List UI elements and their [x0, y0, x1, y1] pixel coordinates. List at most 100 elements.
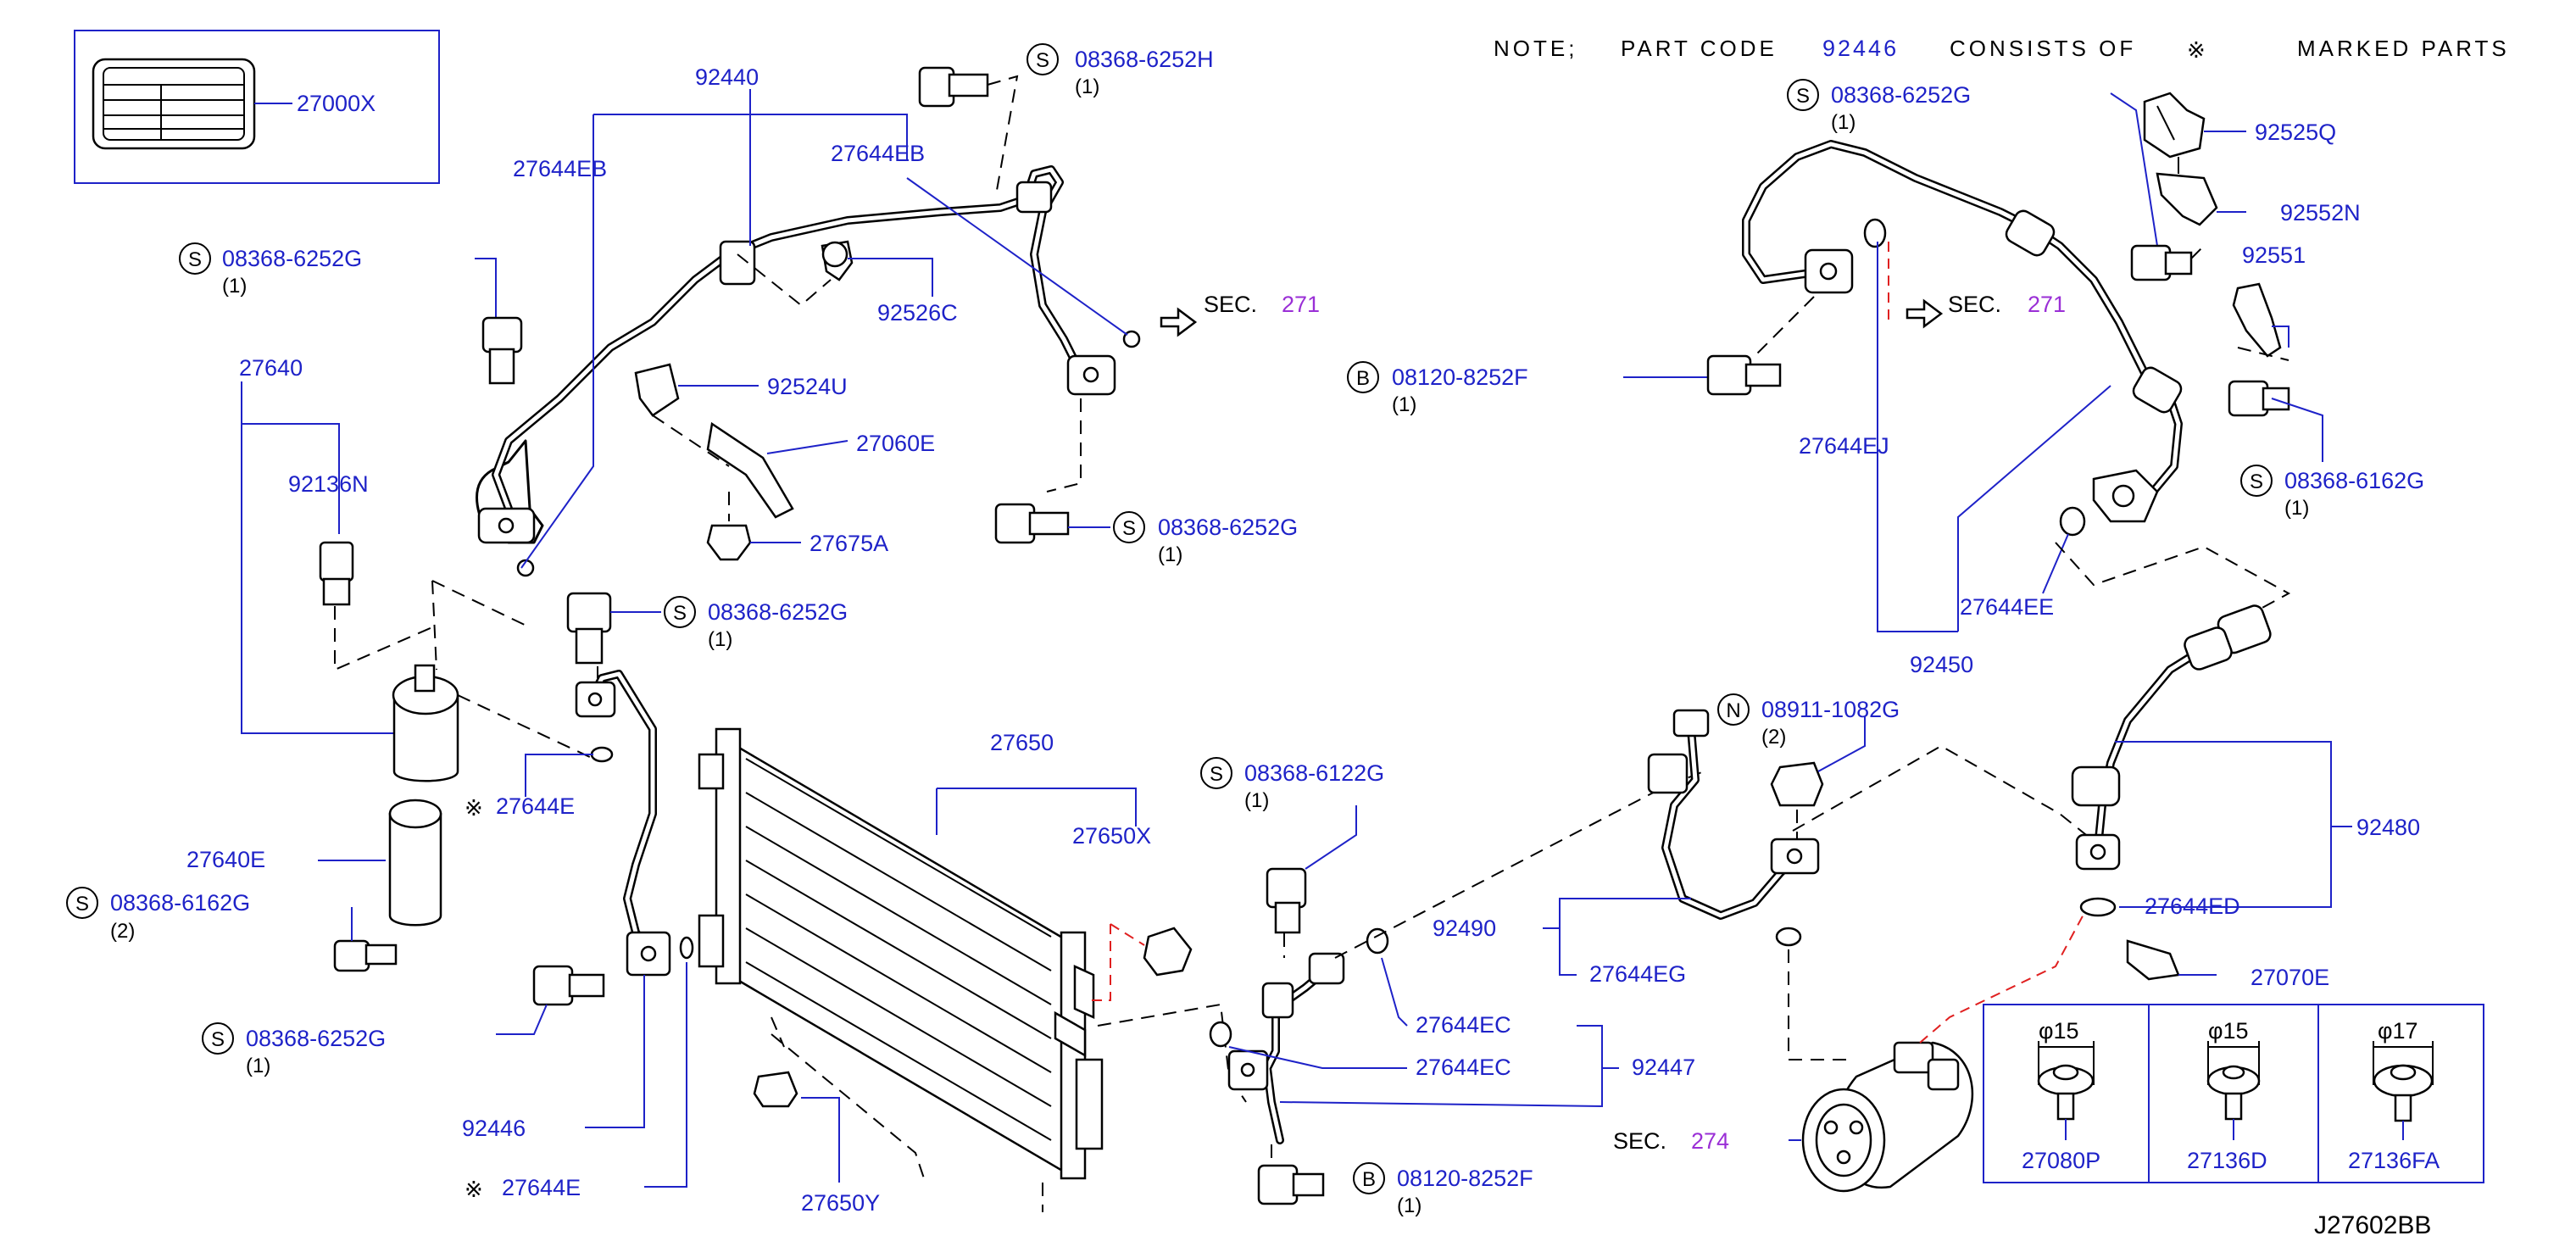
part-92524U[interactable]: 92524U [767, 374, 848, 399]
svg-text:(1): (1) [1831, 111, 1855, 134]
o-ring-icon [1209, 1021, 1232, 1048]
bolt-icon [2130, 244, 2172, 281]
sec-271-b[interactable]: 271 [2028, 292, 2066, 317]
pipe-92440 [476, 165, 1141, 577]
part-92525Q[interactable]: 92525Q [2255, 120, 2336, 145]
part-92480[interactable]: 92480 [2356, 815, 2420, 840]
bolt-08368-6252G-center: S 08368-6252G (1) [994, 398, 1298, 566]
clip-1-diameter: φ15 [2039, 1018, 2079, 1044]
part-08368-6252G-tr[interactable]: 08368-6252G [1831, 82, 1971, 108]
badge-s: S [1036, 49, 1049, 72]
bolt-08368-6252G-topright: S 08368-6252G (1) [1787, 79, 1971, 134]
part-27070E[interactable]: 27070E [2251, 965, 2329, 990]
part-27644EG[interactable]: 27644EG [1589, 961, 1686, 987]
bracket-27060E-icon [706, 421, 794, 519]
sec-label-b: SEC. [1948, 292, 2001, 317]
part-27644EE[interactable]: 27644EE [1960, 594, 2054, 620]
part-08120-8252F-bot[interactable]: 08120-8252F [1397, 1166, 1533, 1191]
part-27644E-b[interactable]: 27644E [502, 1175, 581, 1200]
clip-3-diameter: φ17 [2378, 1018, 2418, 1044]
svg-text:S: S [673, 602, 687, 625]
part-27136FA[interactable]: 27136FA [2348, 1148, 2440, 1173]
o-ring-icon [2079, 897, 2117, 917]
clip-2-diameter: φ15 [2208, 1018, 2249, 1044]
part-08368-6252G-tl[interactable]: 08368-6252G [222, 246, 362, 271]
part-92446[interactable]: 92446 [462, 1116, 526, 1141]
o-ring-icon [1863, 218, 1887, 248]
bolt-08368-6252G-topleft: S 08368-6252G (1) [179, 242, 523, 385]
part-92526C[interactable]: 92526C [877, 300, 958, 326]
part-27675A[interactable]: 27675A [810, 531, 888, 556]
o-ring-icon [1366, 927, 1389, 955]
note-part-code[interactable]: 92446 [1822, 36, 1899, 61]
svg-text:N: N [1726, 699, 1740, 722]
part-27644EC-b[interactable]: 27644EC [1416, 1055, 1511, 1080]
pressure-switch-icon [319, 541, 354, 582]
part-27080P[interactable]: 27080P [2022, 1148, 2100, 1173]
pipe-92446: S 08368-6252G (1) S 08368-6252G (1) 9244… [202, 592, 848, 1203]
part-08911-1082G[interactable]: 08911-1082G [1761, 697, 1900, 722]
part-92490[interactable]: 92490 [1433, 916, 1496, 941]
part-92447[interactable]: 92447 [1632, 1055, 1695, 1080]
clip-92526C: 92526C [737, 240, 958, 326]
condenser-core-icon [727, 739, 1070, 1177]
part-08368-6252H[interactable]: 08368-6252H [1075, 47, 1214, 72]
part-92551[interactable]: 92551 [2242, 242, 2306, 268]
svg-text:(1): (1) [1244, 789, 1269, 812]
part-27640[interactable]: 27640 [239, 355, 303, 381]
svg-text:S: S [75, 893, 89, 916]
bracket-92551-icon [2232, 282, 2282, 358]
part-08368-6162G-r[interactable]: 08368-6162G [2284, 468, 2424, 493]
part-08368-6162G-l[interactable]: 08368-6162G [110, 890, 250, 916]
part-27644EB-b[interactable]: 27644EB [831, 141, 925, 166]
diagram-id: J27602BB [2314, 1211, 2431, 1239]
part-08368-6252G-c[interactable]: 08368-6252G [1158, 515, 1298, 540]
o-ring-icon [590, 746, 614, 763]
part-92552N[interactable]: 92552N [2280, 200, 2361, 225]
part-08368-6122G[interactable]: 08368-6122G [1244, 760, 1384, 786]
sec-274[interactable]: 274 [1691, 1128, 1729, 1154]
part-27650X[interactable]: 27650X [1072, 823, 1151, 849]
part-27644EJ[interactable]: 27644EJ [1799, 433, 1889, 459]
svg-text:(1): (1) [2284, 497, 2309, 520]
part-27000X[interactable]: 27000X [297, 91, 376, 116]
bracket-group: 92524U 27060E 27675A [634, 363, 935, 561]
o-ring-icon [1122, 330, 1141, 348]
o-ring-icon [516, 559, 535, 577]
svg-text:B: B [1356, 367, 1370, 390]
part-27644EB-a[interactable]: 27644EB [513, 156, 607, 181]
note-marked-parts: MARKED PARTS [2297, 36, 2510, 61]
part-27060E[interactable]: 27060E [856, 431, 935, 456]
part-08368-6252G-bl[interactable]: 08368-6252G [246, 1026, 386, 1051]
qty: (1) [1075, 75, 1099, 98]
label-box-frame [74, 30, 440, 184]
bracket-27640E: 27640E S 08368-6162G (2) [66, 799, 442, 972]
receiver-drier: 27640 92136N ※ 27644E [239, 355, 614, 821]
part-27644ED[interactable]: 27644ED [2145, 893, 2240, 919]
plug-27650X-icon [1143, 927, 1193, 977]
svg-text:(1): (1) [708, 628, 732, 651]
pipe-92447: S 08368-6122G (1) B 08120-8252F (1) 2764… [1200, 757, 1705, 1217]
part-27136D[interactable]: 27136D [2187, 1148, 2267, 1173]
svg-text:(2): (2) [1761, 726, 1786, 749]
part-92450[interactable]: 92450 [1910, 652, 1973, 677]
mount-27650Y-icon [753, 1071, 798, 1108]
part-27650[interactable]: 27650 [990, 730, 1054, 755]
part-08368-6252G-mid[interactable]: 08368-6252G [708, 599, 848, 625]
part-27644EC-a[interactable]: 27644EC [1416, 1012, 1511, 1038]
part-27650Y[interactable]: 27650Y [801, 1190, 880, 1216]
part-92440[interactable]: 92440 [695, 64, 759, 90]
bolt-icon [566, 592, 612, 633]
compressor: SEC. 274 [1613, 910, 2086, 1193]
pipe-92490: 92490 27644EG N 08911-1082G (2) [1433, 693, 2103, 1060]
part-92136N[interactable]: 92136N [288, 471, 369, 497]
part-27644E-a[interactable]: 27644E [496, 793, 575, 819]
bolt-icon [1706, 354, 1752, 396]
sec-271-a[interactable]: 271 [1282, 292, 1320, 317]
bolt-icon [333, 939, 370, 972]
bolt-08368-6252H: S 08368-6252H (1) [918, 43, 1214, 196]
part-27640E[interactable]: 27640E [186, 847, 265, 872]
drier-body-icon [392, 693, 459, 782]
part-08120-8252F-top[interactable]: 08120-8252F [1392, 365, 1528, 390]
